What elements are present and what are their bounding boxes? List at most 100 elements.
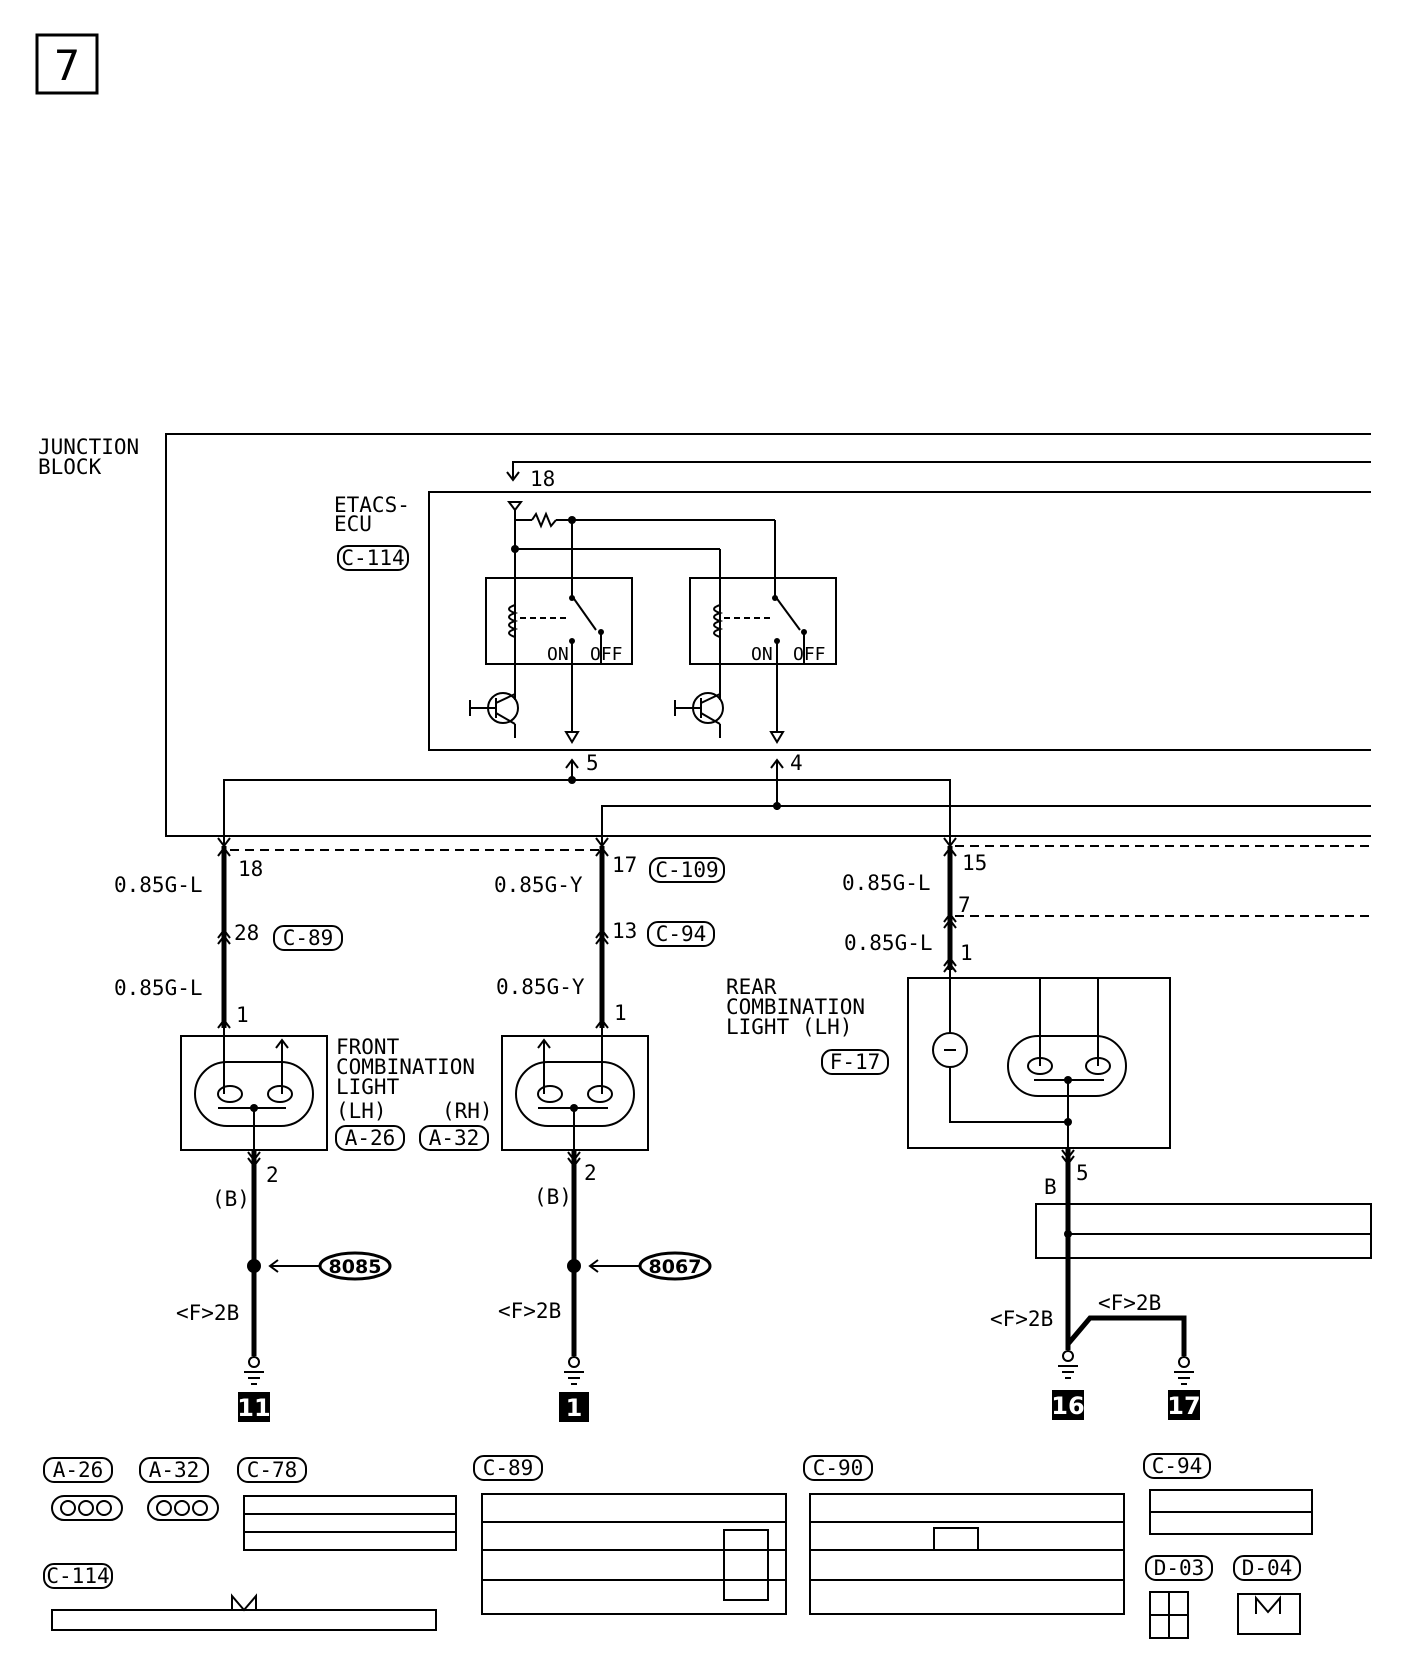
left-pin-18: 18 xyxy=(238,857,263,881)
etacs-ecu-box xyxy=(428,491,1371,751)
pin-5: 5 xyxy=(586,751,599,775)
page-number-box: 7 xyxy=(35,33,99,95)
ground-wire-middle xyxy=(567,1150,640,1356)
conn-c89-label: C-89 xyxy=(283,926,334,950)
right-wire-b: B xyxy=(1044,1175,1057,1199)
ground-wire-left xyxy=(247,1150,320,1356)
rear-conn-label: F-17 xyxy=(830,1050,881,1074)
right-wire-f2b-2: <F>2B xyxy=(1098,1291,1161,1315)
junction-block-label-1: JUNCTION xyxy=(38,435,139,459)
right-wire-2: 0.85G-L xyxy=(844,931,933,955)
conn-c94-label: C-94 xyxy=(656,922,707,946)
transistor-2 xyxy=(674,692,724,738)
rear-conn-tag: F-17 xyxy=(821,1049,889,1075)
middle-wire xyxy=(595,837,609,1029)
legend-c78: C-78 xyxy=(247,1458,298,1482)
relay-1-off: OFF xyxy=(590,644,623,665)
legend-c114: C-114 xyxy=(46,1564,109,1588)
right-pin-15: 15 xyxy=(962,851,987,875)
left-wire-f2b: <F>2B xyxy=(176,1301,239,1325)
relay-1: ON OFF xyxy=(485,577,633,740)
front-light-label-1: FRONT xyxy=(336,1035,400,1059)
mid-pin-1: 1 xyxy=(614,1001,627,1025)
legend-tags: A-26 A-32 C-78 C-89 C-90 C-94 C-114 D-03… xyxy=(43,1453,1301,1589)
junction-block-label-2: BLOCK xyxy=(38,455,102,479)
harness-dashed xyxy=(230,845,1371,917)
mid-pin-17: 17 xyxy=(612,853,637,877)
mid-pin-13: 13 xyxy=(612,919,637,943)
front-conn-rh-tag: A-32 xyxy=(419,1125,489,1151)
right-pin-7: 7 xyxy=(958,893,971,917)
relay-2-off: OFF xyxy=(793,644,826,665)
left-pin-1: 1 xyxy=(236,1003,249,1027)
etacs-ecu-label-1: ETACS- xyxy=(334,493,410,517)
conn-c89-tag: C-89 xyxy=(273,925,343,951)
pin-4: 4 xyxy=(790,751,803,775)
mid-wire-b: (B) xyxy=(534,1185,572,1209)
front-conn-rh-label: A-32 xyxy=(429,1126,480,1150)
junction-block xyxy=(165,433,1371,837)
right-pin-1: 1 xyxy=(960,941,973,965)
mid-wire-2: 0.85G-Y xyxy=(496,975,585,999)
splice-8085-label: 8085 xyxy=(329,1256,382,1278)
ground-1-label: 1 xyxy=(566,1394,583,1422)
left-wire-b: (B) xyxy=(212,1187,250,1211)
conn-c109-tag: C-109 xyxy=(649,857,725,883)
transistor-1 xyxy=(469,692,519,738)
front-conn-lh-tag: A-26 xyxy=(335,1125,405,1151)
page-number: 7 xyxy=(54,41,81,90)
ground-17: 17 xyxy=(1167,1390,1201,1420)
front-light-lh xyxy=(180,1028,328,1151)
legend-c89: C-89 xyxy=(483,1456,534,1480)
front-conn-lh-label: A-26 xyxy=(345,1126,396,1150)
mid-wire-f2b: <F>2B xyxy=(498,1299,561,1323)
ground-1: 1 xyxy=(559,1392,589,1422)
ground-16: 16 xyxy=(1051,1390,1085,1420)
conn-c94-tag: C-94 xyxy=(647,921,715,947)
etacs-ecu-label-2: ECU xyxy=(334,512,372,536)
relay-2-on: ON xyxy=(751,644,773,665)
conn-c109-label: C-109 xyxy=(655,858,718,882)
feed-lines xyxy=(506,461,1371,700)
left-wire-1: 0.85G-L xyxy=(114,873,203,897)
front-light-rh xyxy=(501,1028,649,1151)
legend-a32: A-32 xyxy=(149,1458,200,1482)
legend-c90: C-90 xyxy=(813,1456,864,1480)
mid-wire-1: 0.85G-Y xyxy=(494,873,583,897)
right-wire xyxy=(943,837,957,973)
left-wire-2: 0.85G-L xyxy=(114,976,203,1000)
relay-2: ON OFF xyxy=(689,577,837,740)
legend-d04: D-04 xyxy=(1242,1556,1293,1580)
ground-wire-right xyxy=(1035,1148,1372,1356)
legend-c94: C-94 xyxy=(1152,1454,1203,1478)
splice-8085: 8085 xyxy=(318,1251,392,1281)
front-light-label-2: COMBINATION xyxy=(336,1055,475,1079)
ground-11: 11 xyxy=(237,1392,271,1422)
rear-light-label-2: COMBINATION xyxy=(726,995,865,1019)
ground-16-label: 16 xyxy=(1051,1392,1084,1420)
relay-1-on: ON xyxy=(547,644,569,665)
legend-d03: D-03 xyxy=(1154,1556,1205,1580)
splice-8067: 8067 xyxy=(638,1251,712,1281)
right-wire-f2b-1: <F>2B xyxy=(990,1307,1053,1331)
right-pin-5: 5 xyxy=(1076,1161,1089,1185)
left-pin-2: 2 xyxy=(266,1163,279,1187)
front-light-label-lh: (LH) xyxy=(336,1099,387,1123)
connector-faces xyxy=(51,1489,1313,1639)
right-wire-1: 0.85G-L xyxy=(842,871,931,895)
front-light-label-rh: (RH) xyxy=(442,1099,493,1123)
mid-pin-2: 2 xyxy=(584,1161,597,1185)
etacs-connector-label: C-114 xyxy=(341,546,404,570)
etacs-connector-tag: C-114 xyxy=(337,545,409,571)
front-light-label-3: LIGHT xyxy=(336,1075,400,1099)
rear-light-label-3: LIGHT (LH) xyxy=(726,1015,852,1039)
left-wire xyxy=(217,837,231,1029)
pin-18-top: 18 xyxy=(530,467,555,491)
left-pin-28: 28 xyxy=(234,921,259,945)
legend-a26: A-26 xyxy=(53,1458,104,1482)
ground-17-label: 17 xyxy=(1167,1392,1200,1420)
rear-light-label-1: REAR xyxy=(726,975,777,999)
splice-8067-label: 8067 xyxy=(649,1256,702,1278)
ground-11-label: 11 xyxy=(237,1394,270,1422)
